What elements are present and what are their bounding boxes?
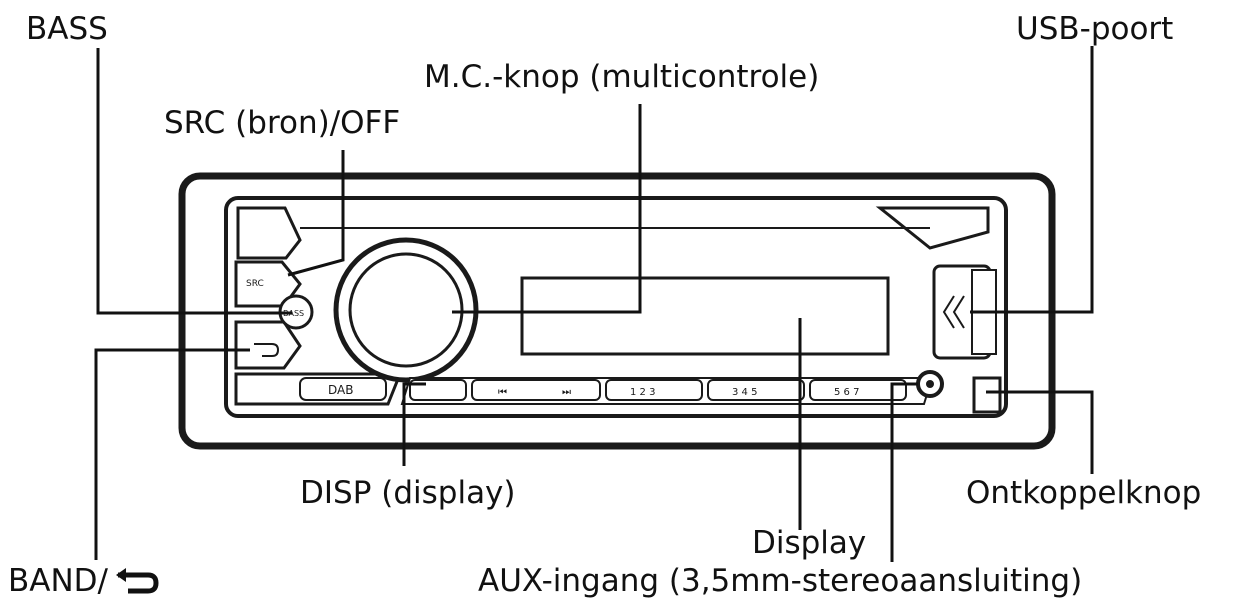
display-window (520, 276, 890, 356)
back-arrow-icon (115, 568, 159, 594)
leader-disp (402, 382, 426, 466)
label-disp: DISP (display) (300, 475, 516, 511)
src-button-label: SRC (246, 279, 264, 289)
preset-button-3 (809, 379, 907, 401)
preset-label-1: 1 2 3 (630, 387, 655, 398)
usb-chevron-icon (942, 295, 965, 329)
leader-band (94, 348, 250, 560)
label-aux: AUX-ingang (3,5mm-stereoaansluiting) (478, 563, 1083, 599)
label-band-wrap: BAND/ (8, 566, 160, 597)
label-bass: BASS (26, 11, 108, 47)
mc-dial (348, 252, 464, 368)
bass-knob-label: BASS (283, 309, 304, 318)
leader-ontkoppel (986, 390, 1094, 474)
label-band: BAND/ (8, 563, 108, 599)
preset-button-2 (707, 379, 805, 401)
label-display: Display (752, 525, 867, 561)
dab-button-label: DAB (328, 383, 353, 397)
top-right-bevel (875, 206, 990, 250)
dab-button (299, 377, 387, 401)
seek-forward-glyph: ⏭ (562, 387, 571, 398)
band-back-icon (254, 343, 280, 357)
release-button (972, 376, 1002, 414)
preset-label-3: 5 6 7 (834, 387, 859, 398)
leader-aux (890, 382, 918, 562)
leader-src (287, 150, 345, 277)
preset-button-1 (605, 379, 703, 401)
label-usb: USB-poort (1016, 11, 1174, 47)
label-ontkoppel: Ontkoppelknop (966, 475, 1202, 511)
leader-bass (96, 48, 292, 315)
seek-back-glyph: ⏮ (498, 387, 507, 398)
leader-usb (970, 46, 1094, 314)
aux-jack-core (926, 380, 934, 388)
top-left-corner-button (236, 206, 302, 260)
seek-button (471, 379, 601, 401)
label-mc: M.C.-knop (multicontrole) (424, 59, 820, 95)
preset-label-2: 3 4 5 (732, 387, 757, 398)
leader-lines (94, 46, 1094, 562)
label-src: SRC (bron)/OFF (164, 105, 401, 141)
leader-mc (452, 104, 642, 314)
